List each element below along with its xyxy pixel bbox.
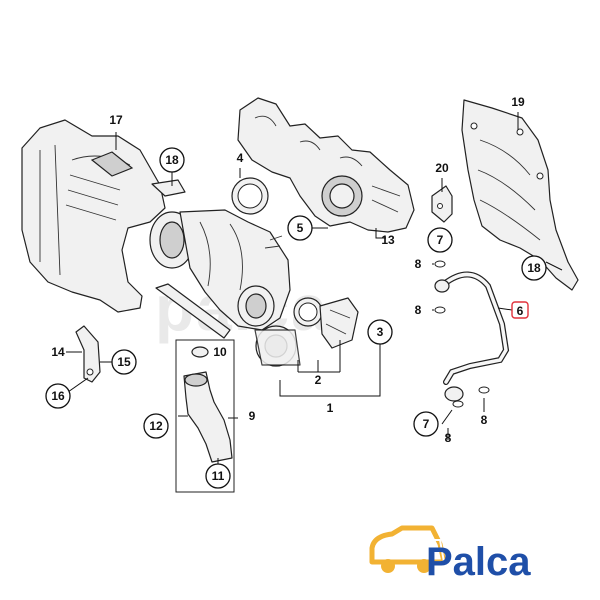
svg-text:16: 16: [51, 389, 65, 403]
callout-20: 20: [435, 161, 449, 175]
callout-11: 11: [205, 463, 231, 489]
callout-8-bottom-left: 8: [445, 431, 452, 445]
svg-text:8: 8: [445, 431, 452, 445]
callout-8-mid: 8: [415, 303, 422, 317]
svg-text:20: 20: [435, 161, 449, 175]
callout-10: 10: [213, 345, 227, 359]
svg-text:1: 1: [327, 401, 334, 415]
callout-16: 16: [45, 383, 71, 409]
heat-shield-right-part: [461, 99, 579, 291]
callout-13: 13: [381, 233, 395, 247]
callout-8-bottom-right: 8: [481, 413, 488, 427]
svg-text:18: 18: [165, 153, 179, 167]
svg-text:8: 8: [415, 303, 422, 317]
callout-9: 9: [249, 409, 256, 423]
callout-18-top: 18: [159, 147, 185, 173]
svg-text:7: 7: [437, 233, 444, 247]
svg-text:9: 9: [249, 409, 256, 423]
oil-return-pipe-part: [183, 346, 233, 463]
bracket-part: [75, 325, 101, 383]
callout-17: 17: [109, 113, 123, 127]
svg-text:17: 17: [109, 113, 123, 127]
callout-12: 12: [143, 413, 169, 439]
callout-18-right: 18: [521, 255, 547, 281]
svg-text:5: 5: [297, 221, 304, 235]
svg-text:8: 8: [415, 257, 422, 271]
callout-19: 19: [511, 95, 525, 109]
callout-3: 3: [367, 319, 393, 345]
exhaust-manifold-part: [237, 97, 415, 233]
small-bracket-part: [431, 185, 453, 223]
svg-text:13: 13: [381, 233, 395, 247]
svg-text:11: 11: [212, 469, 225, 483]
svg-text:8: 8: [481, 413, 488, 427]
callout-4: 4: [237, 151, 244, 165]
callout-7-bottom: 7: [413, 411, 439, 437]
callout-15: 15: [111, 349, 137, 375]
brand-logo: Palca: [369, 525, 531, 584]
heat-shield-part: [21, 119, 186, 313]
callout-2: 2: [315, 373, 322, 387]
callout-1: 1: [327, 401, 334, 415]
svg-text:15: 15: [117, 355, 131, 369]
callout-7-top: 7: [427, 227, 453, 253]
svg-text:Palca: Palca: [426, 540, 531, 584]
svg-text:6: 6: [517, 304, 524, 318]
oil-feed-line-part: [434, 260, 510, 408]
svg-text:10: 10: [213, 345, 227, 359]
svg-text:7: 7: [423, 417, 430, 431]
svg-text:14: 14: [51, 345, 65, 359]
svg-text:12: 12: [149, 419, 163, 433]
leader-lines: [66, 112, 563, 493]
svg-text:4: 4: [237, 151, 244, 165]
callout-6-highlighted: 6: [511, 301, 529, 319]
callout-8-top: 8: [415, 257, 422, 271]
svg-text:18: 18: [527, 261, 541, 275]
svg-text:19: 19: [511, 95, 525, 109]
turbocharger-part: [149, 209, 359, 367]
gasket-ring-part: [231, 177, 269, 215]
callout-14: 14: [51, 345, 65, 359]
svg-text:3: 3: [377, 325, 384, 339]
callout-5: 5: [287, 215, 313, 241]
svg-text:2: 2: [315, 373, 322, 387]
